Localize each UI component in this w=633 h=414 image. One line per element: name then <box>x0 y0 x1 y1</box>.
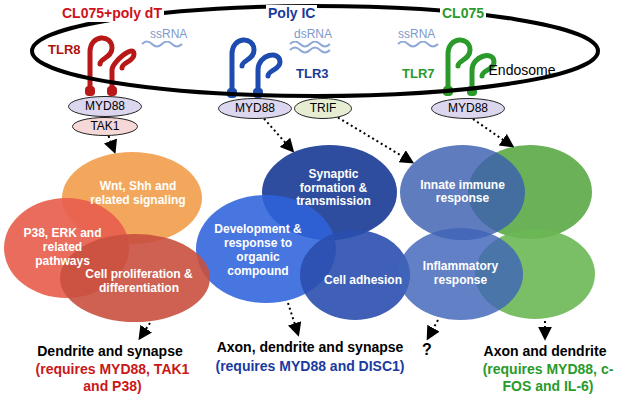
dsrna-strand <box>290 48 330 53</box>
outcome-text: Axon, dendrite and synapse <box>217 339 404 356</box>
dotted-arrow <box>428 320 438 338</box>
ligand-type: ssRNA <box>148 27 189 41</box>
adaptor-oval: MYD88 <box>431 98 505 119</box>
tlr7-receptor <box>448 40 494 90</box>
adaptor-oval: TRIF <box>294 98 352 119</box>
label-holder: TLR3 <box>294 64 336 82</box>
label-holder: CL075 <box>440 4 500 22</box>
node-text-holder: Inflammatory response <box>416 239 506 309</box>
tlr3-receptor <box>232 40 280 92</box>
label-holder: ? <box>415 341 439 360</box>
node-shape <box>73 118 138 136</box>
receptor-name: TLR7 <box>400 66 437 81</box>
pathway-circle: Innate immune response <box>400 145 525 240</box>
node-label: Cell adhesion <box>324 274 402 288</box>
ligand-name: CL075+poly dT <box>60 5 164 22</box>
receptor-name: TLR8 <box>46 42 83 57</box>
node-shape <box>295 99 352 119</box>
label-holder: CL075+poly dT <box>60 4 180 22</box>
node-label: P38, ERK and related pathways <box>18 227 108 268</box>
node-text-holder: Endosome <box>482 59 562 81</box>
label-holder: ssRNA <box>396 24 446 42</box>
pathway-circle: Cell proliferation & differentiation <box>60 234 210 322</box>
pathway-circle: Inflammatory response <box>398 228 523 320</box>
node-label: MYD88 <box>235 102 275 116</box>
label-holder: (requires MYD88, c-FOS and IL-6) <box>478 361 618 395</box>
dotted-arrow <box>109 136 115 152</box>
dotted-arrow <box>473 119 512 146</box>
node-text-holder: Cell adhesion <box>323 247 402 315</box>
receptor-chain <box>448 40 470 90</box>
dotted-arrow <box>264 119 292 151</box>
label-holder: ssRNA <box>148 24 198 42</box>
pathway-circle: Cell adhesion <box>300 230 410 320</box>
node-shape <box>60 234 210 322</box>
node-text-holder: Innate immune response <box>418 156 508 228</box>
outcome-text: Axon and dendrite <box>484 343 607 360</box>
node-shape <box>32 6 598 96</box>
ligand-name: Poly IC <box>266 5 317 22</box>
node-label: Development & response to organic compou… <box>208 223 309 278</box>
requirement-text: (requires MYD88, c-FOS and IL-6) <box>478 361 618 394</box>
ligand-type: ssRNA <box>396 27 437 41</box>
receptor-chain <box>232 40 254 92</box>
ligand-type: dsRNA <box>292 27 334 41</box>
node-text-holder: TRIF <box>298 99 348 119</box>
node-text-holder: MYD88 <box>223 99 287 119</box>
node-label: Synaptic formation & transmission <box>285 168 382 209</box>
tir-domain <box>107 86 117 96</box>
node-label: MYD88 <box>448 102 488 116</box>
label-holder: Axon and dendrite <box>470 342 620 360</box>
adaptor-oval: MYD88 <box>68 96 142 117</box>
dotted-arrows <box>140 119 545 338</box>
label-holder: Poly IC <box>266 4 326 22</box>
adaptor-oval: MYD88 <box>218 98 292 119</box>
node-text-holder: MYD88 <box>73 97 137 117</box>
dsrna-strand <box>290 42 330 47</box>
label-holder: dsRNA <box>292 24 342 42</box>
node-label: Inflammatory response <box>416 260 506 288</box>
node-shape <box>400 145 525 240</box>
node-text-holder: Cell proliferation & differentiation <box>85 249 193 316</box>
node-label: Endosome <box>489 62 556 78</box>
node-label: Wnt, Shh and related signaling <box>88 180 189 208</box>
requirement-text: (requires MYD88 and DISC1) <box>215 358 404 375</box>
node-text-holder: MYD88 <box>436 99 500 119</box>
node-shape <box>432 99 505 119</box>
label-holder: TLR7 <box>400 64 442 82</box>
kinase-oval: TAK1 <box>72 117 138 136</box>
ligand-name: CL075 <box>440 5 486 22</box>
node-label: TRIF <box>310 102 337 116</box>
label-holder: Dendrite and synapse <box>10 342 210 360</box>
node-label: Innate immune response <box>418 179 508 207</box>
requirement-text: (requires MYD88, TAK1 and P38) <box>30 361 195 394</box>
node-label: TAK1 <box>90 120 119 134</box>
receptor-name: TLR3 <box>294 66 331 81</box>
dotted-arrow <box>544 321 546 338</box>
node-shape <box>300 230 410 320</box>
receptor-chain <box>258 55 280 92</box>
node-text-holder: TAK1 <box>77 117 134 135</box>
ssrna-strand <box>142 42 182 47</box>
unknown-mark: ? <box>422 341 432 360</box>
label-holder: (requires MYD88 and DISC1) <box>200 357 420 375</box>
node-shape <box>69 97 142 117</box>
node-shape <box>219 99 292 119</box>
label-holder: TLR8 <box>46 40 88 58</box>
label-holder: Axon, dendrite and synapse <box>205 338 415 356</box>
node-shape <box>398 228 523 320</box>
tir-domain <box>85 86 95 96</box>
node-text-holder: Development & response to organic compou… <box>208 210 309 292</box>
dotted-arrow <box>288 303 298 334</box>
outcome-text: Dendrite and synapse <box>37 343 183 360</box>
dotted-arrow <box>140 323 150 338</box>
label-holder: (requires MYD88, TAK1 and P38) <box>30 361 195 395</box>
node-label: MYD88 <box>85 100 125 114</box>
ssrna-strand <box>398 42 438 47</box>
node-label: Cell proliferation & differentiation <box>85 268 193 296</box>
